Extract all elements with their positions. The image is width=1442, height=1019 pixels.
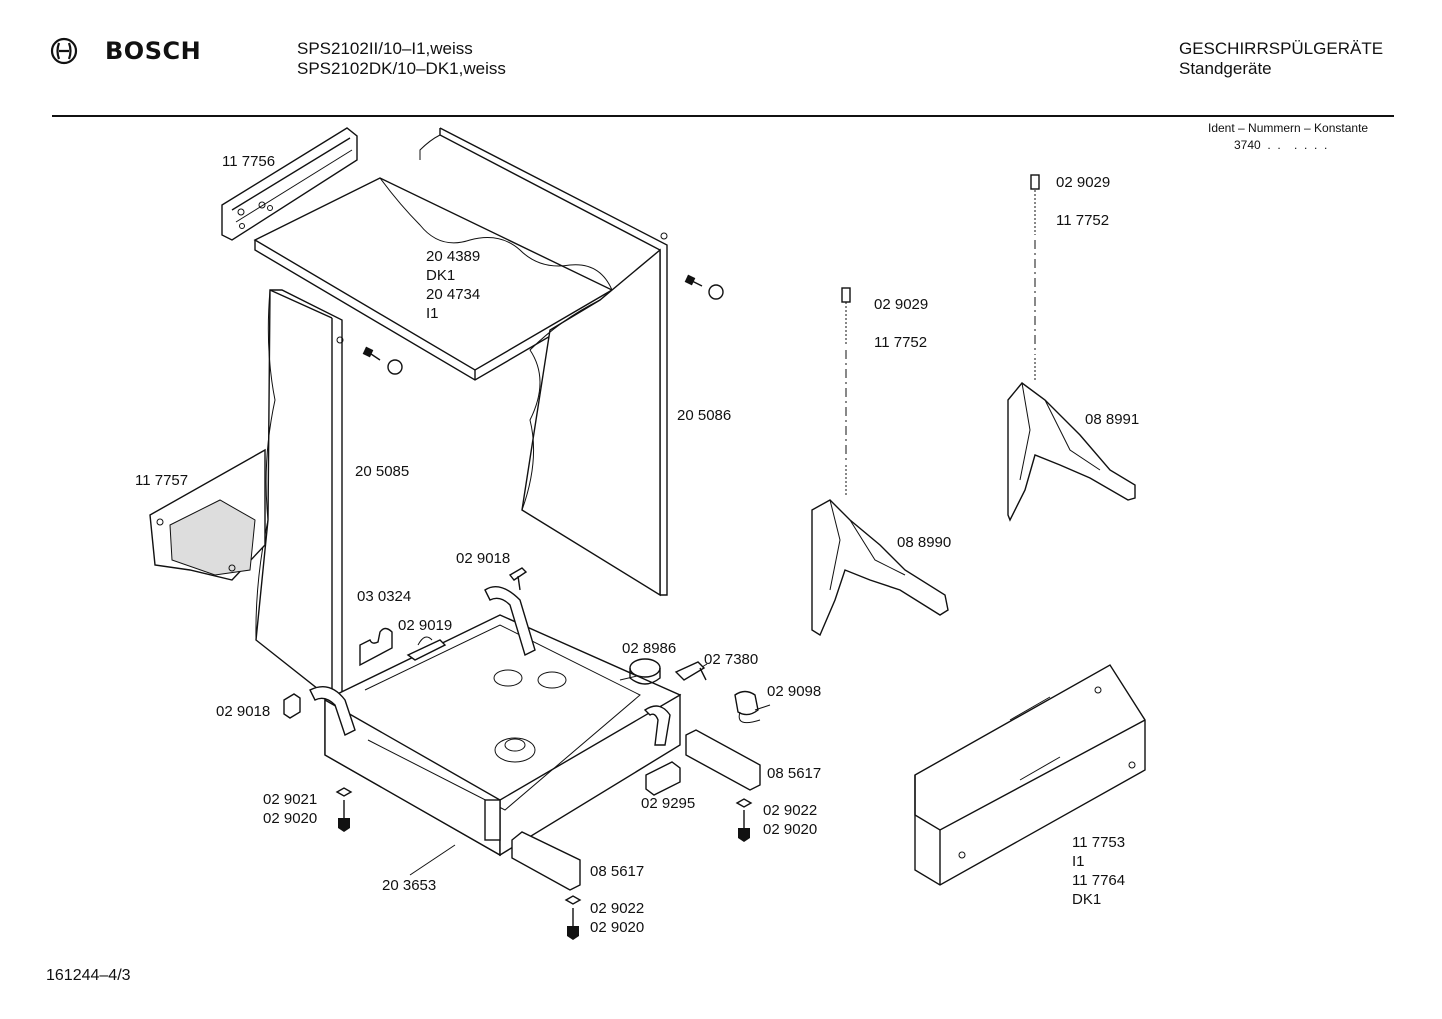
screw-foot-bottom xyxy=(564,895,582,940)
model-line-2: SPS2102DK/10–DK1,weiss xyxy=(297,59,506,78)
rear-panel-drawing xyxy=(419,127,668,597)
label-029295: 02 9295 xyxy=(641,795,695,812)
part-label-line: 11 7764 xyxy=(1072,872,1125,889)
part-label-line: I1 xyxy=(426,305,439,322)
part-label-line: 02 9021 xyxy=(263,791,317,808)
label-029029a: 02 9029 xyxy=(1056,174,1110,191)
subcategory-title: Standgeräte xyxy=(1179,59,1272,78)
side-rail-drawing xyxy=(149,448,266,581)
part-label-line: 11 7753 xyxy=(1072,834,1125,851)
part-labels: 11 7756 20 4389 DK1 20 4734 I1 20 5086 2… xyxy=(135,153,1139,936)
ident-label: Ident – Nummern – Konstante xyxy=(1208,121,1369,135)
kickboard-drawing xyxy=(914,664,1146,886)
category-title: GESCHIRRSPÜLGERÄTE xyxy=(1179,39,1384,58)
document-id: 161244–4/3 xyxy=(46,967,131,984)
label-029018b: 02 9018 xyxy=(216,703,270,720)
bosch-logo-icon xyxy=(50,37,78,65)
model-line-1: SPS2102II/10–I1,weiss xyxy=(297,39,473,58)
label-117752a: 11 7752 xyxy=(1056,212,1109,229)
base-frame-drawing xyxy=(309,586,682,857)
leader-lines xyxy=(409,663,708,876)
part-label-line: DK1 xyxy=(426,267,455,284)
label-029022b: 02 9022 02 9020 xyxy=(590,900,644,936)
part-label-line: 02 9020 xyxy=(590,919,644,936)
label-088990: 08 8990 xyxy=(897,534,951,551)
ident-value: 3740 . . . . . . xyxy=(1234,138,1328,152)
label-085617a: 08 5617 xyxy=(767,765,821,782)
label-027380: 02 7380 xyxy=(704,651,758,668)
label-117756: 11 7756 xyxy=(222,153,275,170)
screw-foot-right xyxy=(735,798,753,842)
screw-foot-left xyxy=(335,787,353,832)
label-029021: 02 9021 02 9020 xyxy=(263,791,317,827)
side-panel-drawing xyxy=(255,289,344,701)
label-117752b: 11 7752 xyxy=(874,334,927,351)
header-divider xyxy=(52,115,1394,117)
label-029098: 02 9098 xyxy=(767,683,821,700)
label-205086: 20 5086 xyxy=(677,407,731,424)
hinge-left-drawing xyxy=(811,287,949,637)
part-label-line: 02 9020 xyxy=(263,810,317,827)
label-029022a: 02 9022 02 9020 xyxy=(763,802,817,838)
label-088991: 08 8991 xyxy=(1085,411,1139,428)
part-label-line: 02 9022 xyxy=(763,802,817,819)
hinge-right-drawing xyxy=(1007,174,1136,522)
screw-cap-set-top xyxy=(362,274,724,375)
label-029018a: 02 9018 xyxy=(456,550,510,567)
part-label-line: 20 4389 xyxy=(426,248,480,265)
part-label-line: I1 xyxy=(1072,853,1085,870)
label-030324: 03 0324 xyxy=(357,588,411,605)
top-rail-drawing xyxy=(221,127,358,241)
part-label-line: DK1 xyxy=(1072,891,1101,908)
part-label-line: 02 9022 xyxy=(590,900,644,917)
label-117753: 11 7753 I1 11 7764 DK1 xyxy=(1072,834,1125,908)
label-029029b: 02 9029 xyxy=(874,296,928,313)
label-203653: 20 3653 xyxy=(382,877,436,894)
label-029019: 02 9019 xyxy=(398,617,452,634)
label-085617b: 08 5617 xyxy=(590,863,644,880)
part-label-line: 20 4734 xyxy=(426,286,480,303)
label-028986: 02 8986 xyxy=(622,640,676,657)
part-label-line: 02 9020 xyxy=(763,821,817,838)
label-204389: 20 4389 DK1 20 4734 I1 xyxy=(426,248,480,322)
brand-name: BOSCH xyxy=(105,37,202,65)
label-205085: 20 5085 xyxy=(355,463,409,480)
label-117757: 11 7757 xyxy=(135,472,188,489)
